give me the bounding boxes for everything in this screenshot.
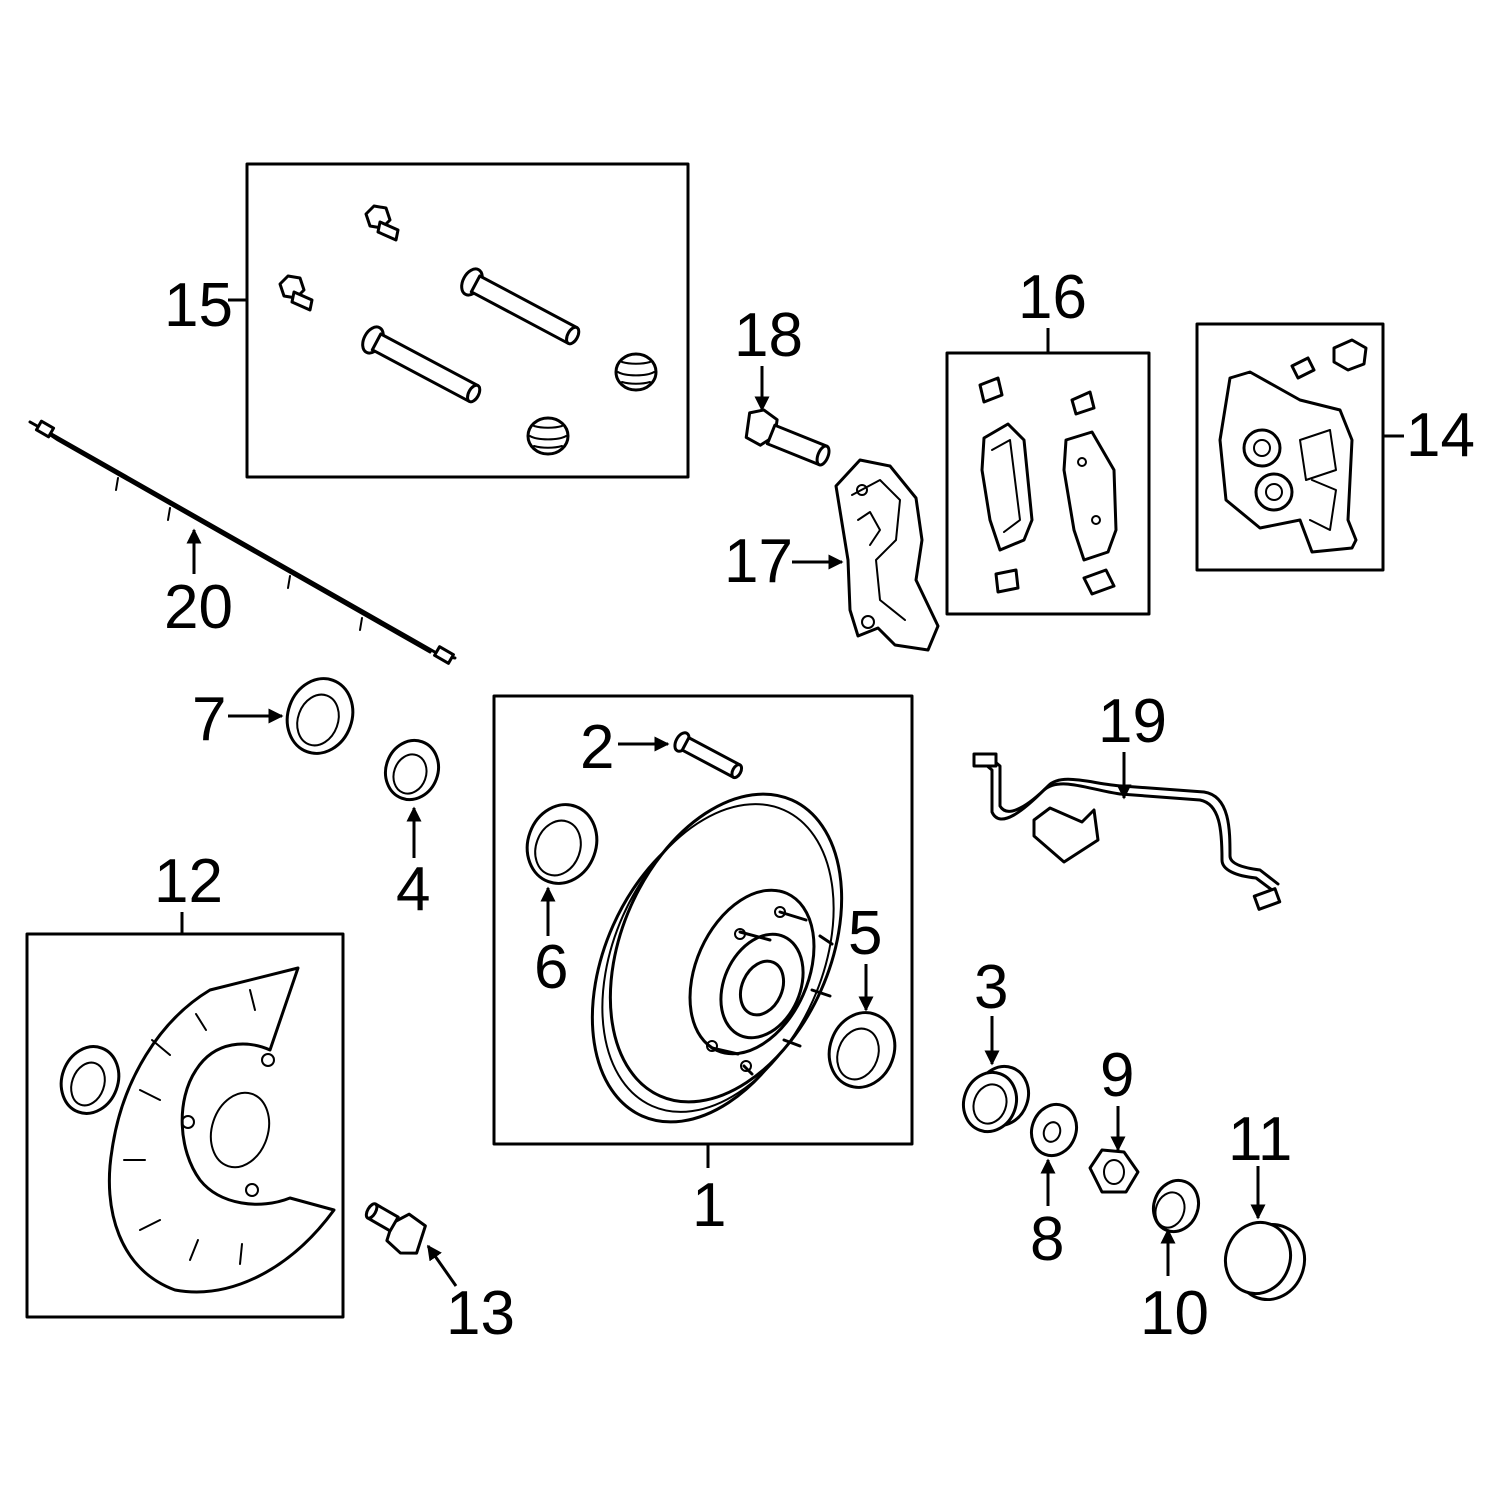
callout-14: 14 [1406,401,1475,470]
part-14-caliper[interactable] [1218,338,1368,554]
part-7-seal[interactable] [277,669,363,762]
part-18-bolt[interactable] [740,405,835,470]
part-11-hub-cap[interactable] [1216,1213,1315,1309]
callout-12: 12 [154,847,223,916]
callout-10: 10 [1140,1279,1209,1348]
part-15-hardware-kit[interactable] [278,204,658,456]
callout-3: 3 [974,953,1008,1022]
part-6-seal[interactable] [516,795,607,893]
callout-19: 19 [1098,687,1167,756]
callout-15: 15 [164,271,233,340]
part-13-bolt[interactable] [357,1195,431,1260]
callout-20: 20 [164,573,233,642]
callout-17: 17 [724,527,793,596]
callout-11: 11 [1228,1105,1292,1174]
part-1-rotor-hub[interactable] [547,758,887,1159]
callout-7: 7 [192,685,226,754]
part-16-brake-pads[interactable] [978,376,1118,596]
leader-lines [180,298,1404,1287]
part-3-bearing[interactable] [955,1059,1036,1139]
box-1-rotor-assembly [492,694,914,1146]
callout-13: 13 [446,1279,515,1348]
callout-16: 16 [1018,263,1087,332]
box-14-caliper [1195,322,1385,572]
callout-8: 8 [1030,1205,1064,1274]
callout-9: 9 [1100,1041,1134,1110]
callout-6: 6 [534,933,568,1002]
part-17-caliper-bracket[interactable] [834,458,940,652]
part-5-bearing[interactable] [819,1003,905,1096]
box-12-splash-shield [25,932,345,1319]
part-2-wheel-stud[interactable] [672,730,745,781]
callout-2: 2 [580,713,614,782]
part-8-washer[interactable] [1024,1098,1083,1162]
callout-4: 4 [396,855,430,924]
part-12-splash-shield[interactable] [52,966,336,1294]
box-15-caliper-hardware [245,162,690,479]
callout-5: 5 [848,899,882,968]
part-9-nut[interactable] [1088,1148,1140,1194]
callout-18: 18 [734,301,803,370]
part-10-cap[interactable] [1146,1174,1205,1238]
callout-1: 1 [692,1171,726,1240]
callout-labels: 15 18 16 14 17 20 7 2 19 4 12 6 5 3 9 11… [154,263,1475,1348]
box-16-brake-pads [945,351,1151,616]
part-20-sensor-wire[interactable] [28,419,457,665]
part-19-abs-sensor[interactable] [972,752,1282,911]
part-4-bearing-race[interactable] [377,733,446,807]
